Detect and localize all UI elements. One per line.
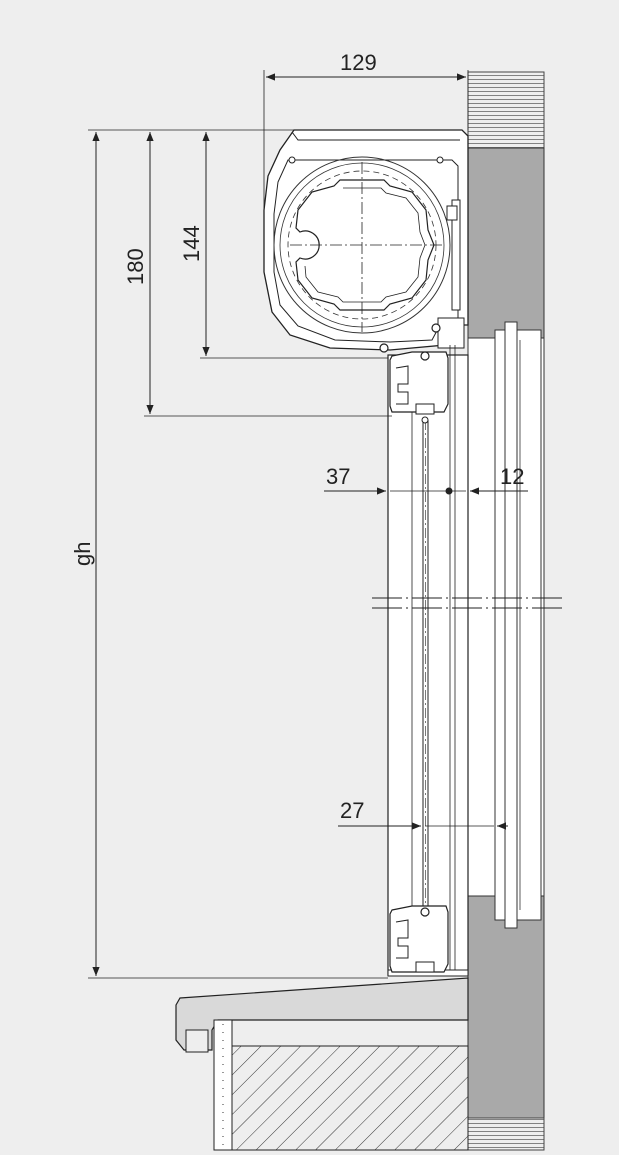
dim-180-label: 180	[123, 248, 148, 285]
shutter-box-inner	[273, 159, 459, 343]
slat-top-foot	[415, 403, 435, 415]
slat-bottom-hook	[420, 907, 430, 917]
box-clip	[446, 205, 458, 221]
wall-brick-bottom	[467, 1117, 545, 1151]
shaft-outer-ring	[273, 156, 451, 334]
window-frame-inner	[504, 321, 518, 929]
box-top-pivot	[288, 156, 296, 164]
sill-slot	[185, 1029, 209, 1053]
slat-top-hook	[420, 351, 430, 361]
dim-gh-label: gh	[70, 542, 95, 566]
sill-board	[175, 977, 469, 1051]
box-bracket	[437, 317, 465, 349]
box-pivot	[431, 323, 441, 333]
wall-lower	[467, 895, 545, 1119]
box-corner-pivot	[379, 343, 389, 353]
guide-rail	[372, 345, 562, 977]
slat-bottom-foot	[415, 961, 435, 973]
window-sill	[175, 977, 469, 1151]
dim-37-label: 37	[326, 464, 350, 489]
wall	[467, 71, 545, 1151]
slat-top	[389, 351, 449, 424]
box-side-rail	[451, 199, 461, 311]
shutter-box	[263, 129, 469, 353]
dimension-lines: 129 180 144 gh 37 12 27	[70, 50, 528, 979]
slat-top-notch	[395, 365, 409, 405]
slat-bottom-profile	[389, 905, 449, 973]
masonry-below	[231, 1045, 469, 1151]
dim-144-label: 144	[179, 225, 204, 262]
slat-top-pin	[421, 416, 429, 424]
dim-12-label: 12	[500, 464, 524, 489]
dim-27-label: 27	[340, 798, 364, 823]
wall-lintel	[467, 147, 545, 339]
slat-bottom	[389, 905, 449, 973]
slat-top-profile	[389, 351, 449, 413]
shutter-box-lip	[291, 131, 460, 141]
box-top-pivot-2	[436, 156, 444, 164]
shaft-profile-inner	[304, 187, 426, 303]
window-frame-outer	[494, 329, 542, 921]
dim-129-label: 129	[340, 50, 377, 75]
plaster-strip	[213, 1019, 233, 1151]
wall-brick-top	[467, 71, 545, 149]
slat-bottom-notch	[395, 919, 409, 959]
